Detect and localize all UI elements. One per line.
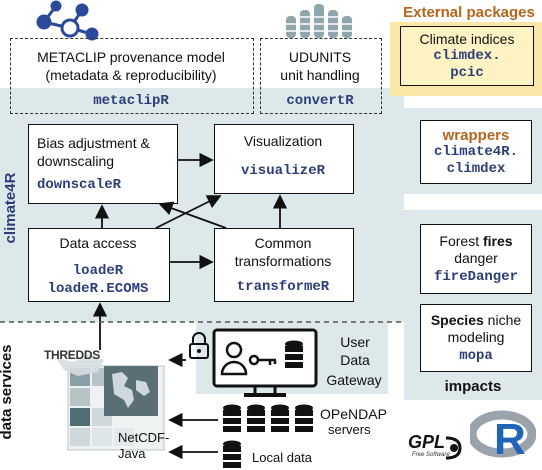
climdex-label: Climate indices [419,30,515,47]
firedanger-package: fireDanger [433,268,518,285]
metaclip-band [8,88,398,114]
opendap-db-3-icon [271,404,289,432]
fire-line2: danger [454,249,498,266]
r-letter: R [494,415,526,464]
fire-pre: Forest [439,232,483,249]
fire-line1: Forest fires [439,233,512,250]
thredds-label: THREDDS [44,348,100,362]
netcdf-line2: Java [118,446,146,461]
species-line1: Species niche [431,312,521,329]
data-access-line: Data access [59,235,137,251]
metaclip-line2: (metadata & reproducibility) [45,67,217,83]
local-data-label: Local data [252,450,312,465]
opendap-line2: servers [328,422,371,437]
climdex-box[interactable]: Climate indices climdex. pcic [400,26,534,86]
opendap-db-2-icon [247,404,265,432]
visualizer-package: visualizeR [240,163,325,179]
loader-box[interactable]: Data access loadeR loadeR.ECOMS [28,228,170,302]
mopa-box[interactable]: Species niche modeling mopa [420,304,532,372]
r-logo: R [470,410,536,466]
gpl-text: GPL [408,432,446,452]
udunits-line1: UDUNITS [288,49,352,65]
local-db-icon [223,440,241,468]
opendap-db-4-icon [295,404,313,432]
wrappers-label: wrappers [442,126,510,144]
r-ring-icon [470,410,536,458]
firedanger-box[interactable]: Forest fires danger fireDanger [420,224,532,294]
transformer-box[interactable]: Common transformations transformeR [214,228,354,302]
trans-line2: transformations [234,253,332,269]
metaclip-package: metaclipR [93,93,169,109]
wrappers-package: climate4R. climdex [433,143,518,177]
bias-line2: downscaling [37,153,115,169]
wrappers-box[interactable]: wrappers climate4R. climdex [420,120,532,184]
netcdf-line1: NetCDF- [118,430,170,445]
data-services-side-label: data services [0,344,15,440]
gateway-line1: User [340,334,370,350]
opendap-db-1-icon [223,404,241,432]
species-bold: Species [430,311,484,328]
downscaler-box[interactable]: Bias adjustment & downscaling downscaleR [28,124,178,204]
gpl-sub: Free Software [412,452,450,458]
bias-line1: Bias adjustment & [37,135,150,151]
visualizer-box[interactable]: Visualization visualizeR [214,124,354,194]
impacts-label: impacts [444,378,502,395]
climate4r-side-label: climate4R [2,172,19,244]
metaclip-line1: METACLIP provenance model [37,49,225,65]
climdex-package: climdex. pcic [433,47,501,81]
species-post: niche [483,311,522,328]
species-line2: modeling [447,328,505,345]
vis-line1: Visualization [243,133,323,149]
trans-line1: Common [254,235,312,251]
udunits-box[interactable]: UDUNITS unit handling convertR [260,38,382,114]
downscaler-package: downscaleR [37,177,122,193]
udunits-line2: unit handling [280,67,360,83]
metaclip-box[interactable]: METACLIP provenance model (metadata & re… [10,38,254,114]
loader-ecoms-package: loadeR.ECOMS [47,281,149,297]
transformer-package: transformeR [236,279,330,295]
gpl-swirl-icon [445,436,462,460]
gateway-line2: Data [340,352,370,368]
opendap-line1: OPeNDAP [320,406,387,422]
gateway-line3: Gateway [326,372,382,388]
loader-package: loadeR [72,263,124,279]
mopa-package: mopa [459,347,493,364]
udunits-package: convertR [286,93,354,109]
external-packages-heading: External packages [403,4,535,21]
fire-bold: fires [483,232,513,249]
gpl-logo: GPL Free Software [406,432,468,460]
